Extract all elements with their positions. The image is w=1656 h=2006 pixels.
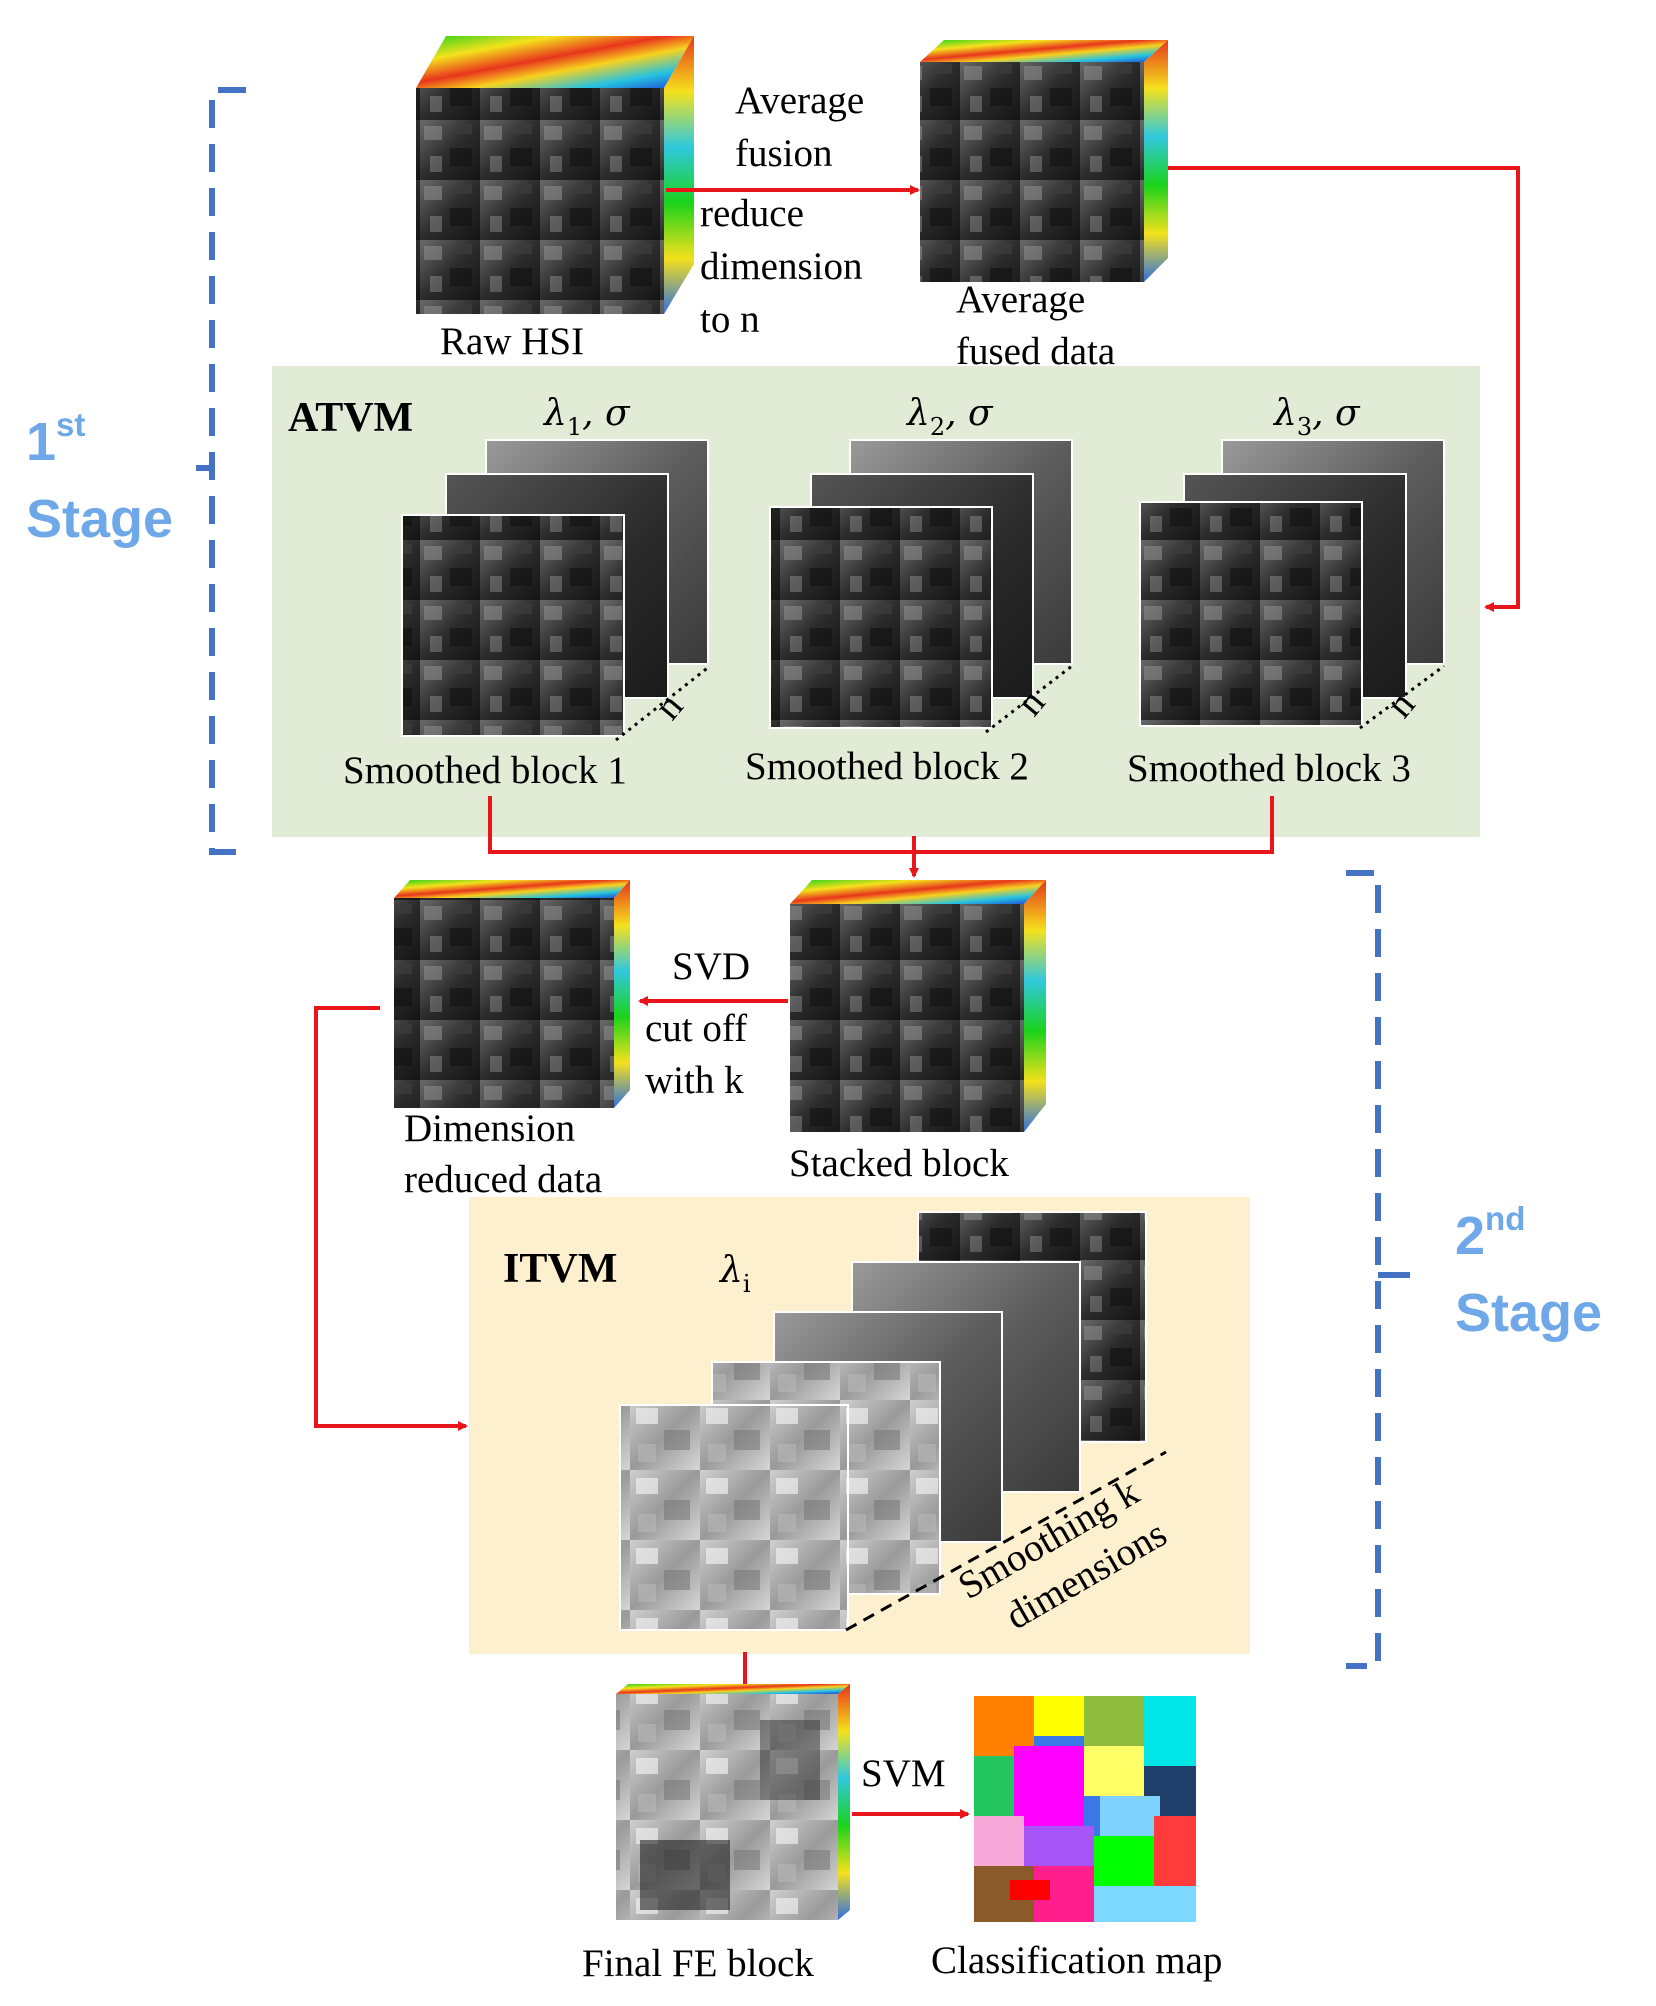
smoothed-block-1 [401, 439, 711, 742]
stage1-bracket [209, 87, 246, 855]
itvm-title: ITVM [503, 1246, 617, 1292]
classification-map [974, 1696, 1196, 1922]
stacked-block-label: Stacked block [789, 1142, 1009, 1185]
atvm-title: ATVM [288, 395, 413, 441]
block-3-label: Smoothed block 3 [1127, 747, 1411, 790]
smoothed-block-2 [769, 439, 1073, 734]
blocks-merge-line [488, 796, 1274, 854]
average-fused-cube [920, 40, 1168, 282]
svd-label: SVD cut off with k [645, 945, 760, 1102]
atvm-param-1: λ1, σ [542, 393, 631, 441]
atvm-param-3: λ3, σ [1272, 393, 1361, 441]
final-fe-block [616, 1684, 850, 1920]
average-fusion-label: Average fusion [735, 79, 874, 175]
stage2-label: 2nd Stage [1455, 1200, 1602, 1343]
stage2-bracket [1346, 870, 1381, 1669]
dimension-reduced-cube [394, 880, 630, 1108]
fused-to-atvm-arrow [1168, 166, 1520, 612]
reduce-dimension-label: reduce dimension to n [700, 192, 872, 341]
raw-hsi-cube [416, 36, 694, 314]
block-2-label: Smoothed block 2 [745, 745, 1029, 788]
stacked-block-cube [790, 880, 1046, 1132]
smoothed-block-3 [1139, 439, 1445, 730]
svm-label: SVM [861, 1752, 946, 1795]
stage1-label: 1st Stage [26, 406, 173, 549]
atvm-param-2: λ2, σ [905, 393, 994, 441]
final-fe-block-label: Final FE block [582, 1942, 814, 1985]
block-1-label: Smoothed block 1 [343, 749, 627, 792]
reduced-to-itvm-arrow [314, 1006, 468, 1431]
average-fused-data-label: Average fused data [956, 278, 1115, 373]
dimension-reduced-label: Dimension reduced data [404, 1107, 602, 1201]
raw-hsi-label: Raw HSI [440, 320, 584, 363]
itvm-param: λi [718, 1250, 751, 1298]
itvm-stack [619, 1211, 1167, 1632]
classification-map-label: Classification map [931, 1939, 1222, 1982]
